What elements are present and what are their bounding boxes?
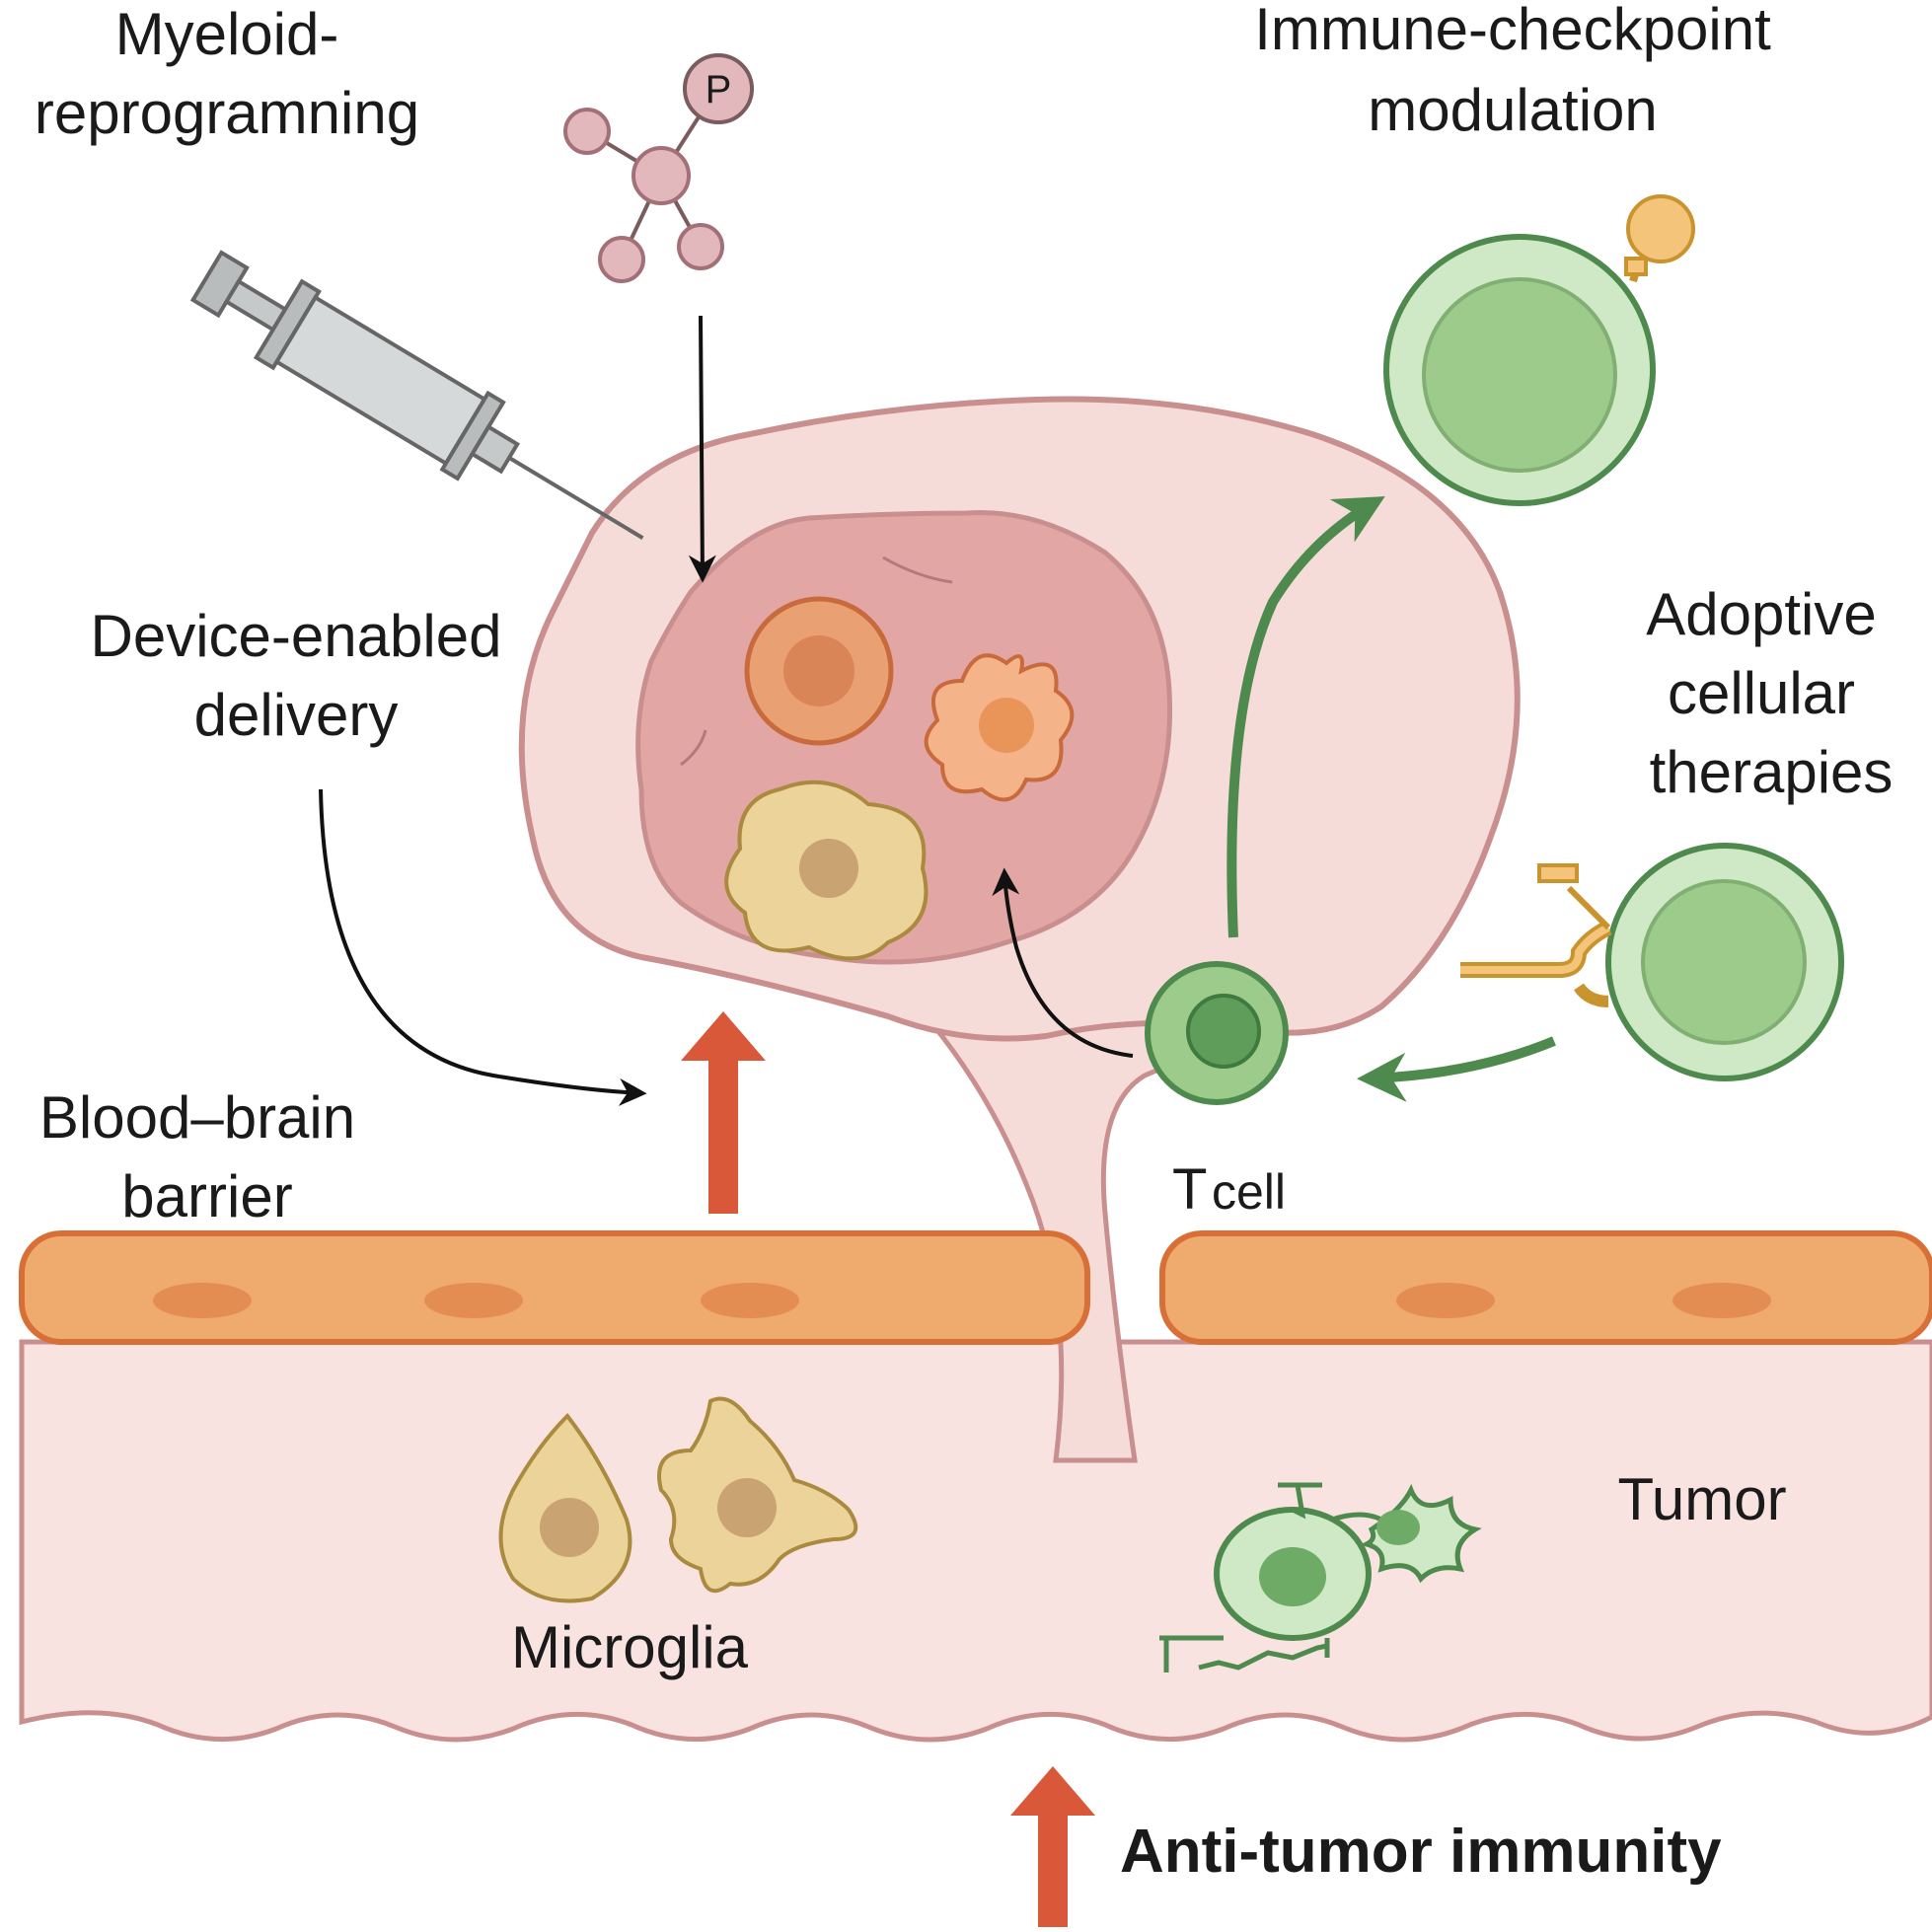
checkpoint-cell bbox=[1383, 194, 1695, 506]
microglia-cell-1 bbox=[498, 1412, 632, 1603]
barrier-right bbox=[1159, 1230, 1932, 1345]
syringe-icon bbox=[189, 250, 644, 540]
arrow-device-to-barrier bbox=[319, 788, 647, 1106]
t-cell bbox=[1145, 961, 1289, 1105]
molecule-p-label: P bbox=[706, 68, 732, 111]
molecule-icon: P bbox=[563, 53, 754, 283]
barrier-left bbox=[19, 1230, 1090, 1345]
label-device-1: Device-enabled bbox=[91, 603, 502, 669]
label-antitumor-immunity: Anti-tumor immunity bbox=[1120, 1818, 1722, 1886]
adoptive-cell bbox=[1460, 843, 1844, 1081]
tumor-cell-star bbox=[924, 653, 1075, 802]
label-adoptive-1: Adoptive bbox=[1646, 581, 1877, 647]
label-checkpoint-2: modulation bbox=[1368, 77, 1658, 143]
arrow-adoptive-to-tcell bbox=[1357, 1036, 1556, 1102]
microglia-cell-2 bbox=[657, 1396, 858, 1594]
tissue-region bbox=[19, 1339, 1932, 1743]
label-tcell-t: T bbox=[1172, 1157, 1207, 1222]
tumor-wrinkle bbox=[680, 729, 707, 767]
label-tumor: Tumor bbox=[1617, 1466, 1786, 1532]
label-bbb-1: Blood–brain bbox=[39, 1084, 355, 1151]
label-adoptive-2: cellular bbox=[1668, 660, 1855, 726]
tissue-spiky-cell bbox=[1359, 1483, 1482, 1584]
label-myeloid-1: Myeloid- bbox=[115, 1, 339, 67]
label-adoptive-3: therapies bbox=[1650, 739, 1894, 805]
label-myeloid-2: reprogramning bbox=[35, 80, 419, 146]
tissue-t-cell bbox=[1214, 1482, 1383, 1641]
tumor-cell-yellow bbox=[724, 780, 929, 961]
arrow-tcell-to-tumor bbox=[992, 867, 1134, 1058]
label-tcell-cell: cell bbox=[1212, 1164, 1286, 1220]
label-microglia: Microglia bbox=[511, 1614, 749, 1680]
arrow-molecule-to-tumor bbox=[688, 315, 716, 583]
tumor-cell-round bbox=[744, 596, 894, 746]
red-arrow-up-barrier bbox=[681, 1011, 766, 1214]
label-checkpoint-1: Immune-checkpoint bbox=[1254, 0, 1771, 62]
brain-stem bbox=[912, 964, 1287, 1463]
red-arrow-up-immunity bbox=[1010, 1766, 1095, 1927]
tumor-wrinkle bbox=[882, 556, 953, 584]
receptor-squiggle-icon bbox=[1159, 1635, 1330, 1672]
arrow-tcell-to-checkpoint bbox=[1226, 496, 1385, 938]
label-bbb-2: barrier bbox=[121, 1163, 292, 1229]
label-device-2: delivery bbox=[194, 682, 399, 748]
